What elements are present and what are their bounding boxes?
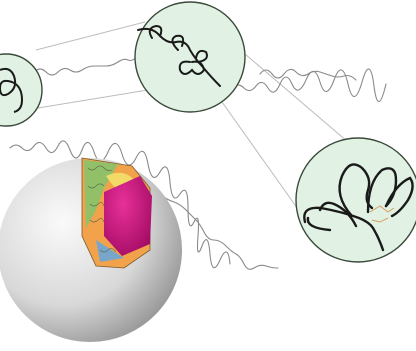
guide-line [222, 102, 300, 212]
zoom-circle-icon [135, 2, 245, 112]
zoom-circle-icon-top [135, 2, 245, 112]
fiber-upper-wave [260, 69, 356, 80]
cell-sphere-icon [0, 158, 182, 342]
guide-line [38, 88, 160, 108]
guide-line [36, 22, 145, 50]
zoom-circle-icon-right [296, 138, 416, 262]
fiber-top-left [34, 50, 148, 75]
guide-line [238, 48, 348, 142]
zoom-circle-icon-small [0, 54, 42, 126]
zoom-circle-icon [296, 138, 416, 262]
